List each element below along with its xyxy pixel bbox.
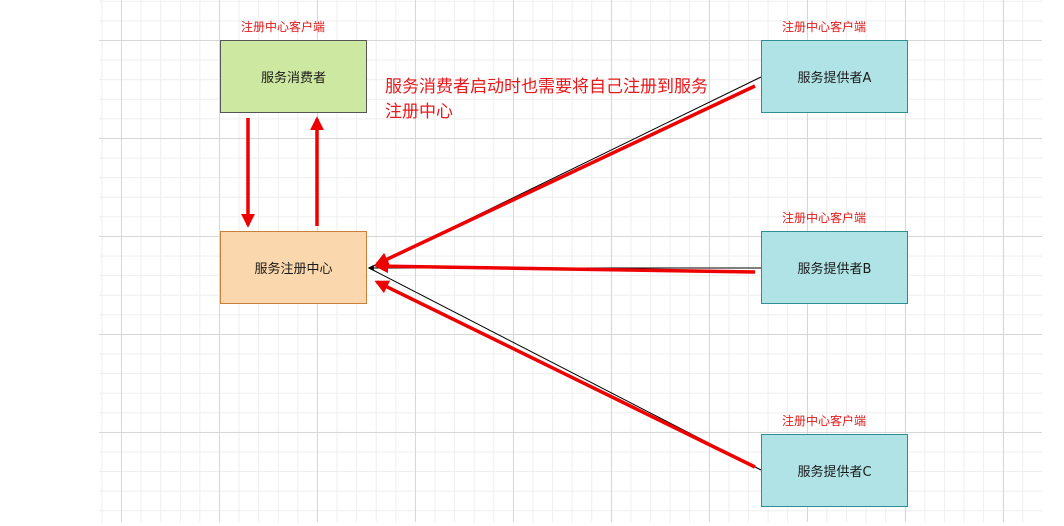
provider-c-node[interactable]: 服务提供者C xyxy=(761,434,908,507)
registry-node[interactable]: 服务注册中心 xyxy=(220,231,367,304)
red-arrow-provider-a xyxy=(374,84,756,266)
consumer-node[interactable]: 服务消费者 xyxy=(220,40,367,113)
provider-a-node[interactable]: 服务提供者A xyxy=(761,40,908,113)
provider-b-client-tag: 注册中心客户端 xyxy=(782,211,867,225)
red-arrow-provider-b xyxy=(374,259,756,274)
consumer-registration-note: 服务消费者启动时也需要将自己注册到服务注册中心 xyxy=(385,77,708,122)
red-arrow-provider-c xyxy=(374,280,756,469)
provider-a-client-tag: 注册中心客户端 xyxy=(782,20,867,34)
provider-c-client-tag: 注册中心客户端 xyxy=(782,414,867,428)
consumer-client-tag: 注册中心客户端 xyxy=(241,20,326,34)
provider-b-node[interactable]: 服务提供者B xyxy=(761,231,908,304)
